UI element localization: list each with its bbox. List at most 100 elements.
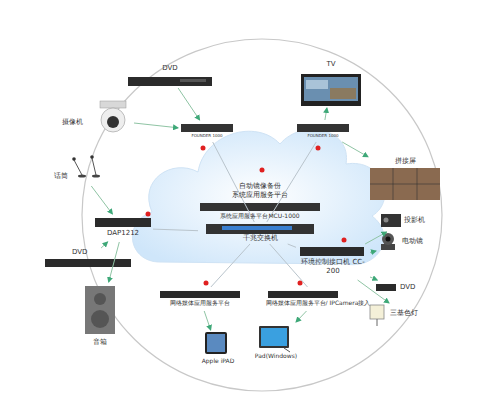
node-label: DVD [128,64,212,73]
speaker-cone [91,310,109,328]
connector [211,244,250,287]
link-dot [316,146,321,151]
camera-mount [100,101,126,108]
windows-pad-screen [261,328,287,346]
dap-device [95,218,151,227]
dap-node: DAP1212 [93,214,153,242]
ptz-lens [386,237,391,242]
mic-head [90,155,94,159]
connector [342,142,368,157]
speaker-cone [94,293,106,305]
node-label: 三基色灯 [390,309,442,318]
mic-stem [92,158,96,175]
light-node: 三基色灯 [366,303,442,325]
dvd-node: DVD [44,248,134,270]
tv-image [330,88,356,99]
connector [109,242,120,282]
ptz-head [382,233,394,245]
tablet-node: Apple iPAD [192,330,244,372]
speaker-node: 音箱 [80,282,120,348]
light-panel [370,305,384,319]
connector [370,277,377,280]
node-label: DVD [400,283,424,292]
link-dot [201,146,206,151]
projector-lens [384,218,389,223]
video-wall [370,168,440,200]
node-label: 拼接屏 [368,157,442,166]
ipad [205,332,227,354]
node-label: 自动镜像备份 系统应用服务平台 [220,182,300,200]
video-wall-grid [370,184,440,185]
tv-frame [301,74,361,106]
mic-base [92,175,100,178]
switch-device [206,224,314,234]
pad-stand [284,348,290,352]
node-label: 投影机 [404,216,440,225]
founder-device [297,124,349,132]
node-label: Pad(Windows) [248,352,304,360]
link-dot [260,168,265,173]
node-label: 话筒 [54,172,84,181]
mcu-node: 系统应用服务平台MCU-1000 [198,202,322,222]
node-label: 千兆交换机 [198,234,322,243]
tv-screen [304,77,358,101]
link-dot [204,281,209,286]
media-server-node: 网络媒体应用服务平台/ IPCamera接入 [250,287,386,311]
mic-base [78,175,86,178]
founder-device [181,124,233,132]
node-label: TV [298,60,364,69]
connector [134,123,178,128]
ipad-screen [207,334,225,352]
link-dot [298,281,303,286]
node-label: 音箱 [80,338,120,347]
light-stand [377,319,378,326]
tablet-node: Pad(Windows) [248,322,304,364]
device-panel [180,79,206,82]
switch-node: 千兆交换机 [198,222,322,244]
speaker [85,286,115,334]
media-device [268,291,338,298]
link-dot [146,212,151,217]
camera-dome [101,108,125,132]
encoder-node: FOUNDER 1000 [294,120,352,142]
connector [101,242,108,248]
connector [365,232,387,244]
dvd-device [45,259,131,267]
node-label: DAP1212 [93,229,153,238]
projector [381,214,401,227]
ring [82,39,442,391]
connector [178,88,200,120]
node-label: 环境控制接口机 CC-200 [296,258,370,276]
mic-stem [74,160,82,175]
switch-ports [222,226,292,230]
connector [370,251,376,253]
projector-node: 投影机 [378,208,438,232]
connector [91,186,112,214]
node-label: FOUNDER 1000 [178,133,236,139]
node-label: 电动镜 [402,237,438,246]
connector [204,311,211,330]
dvd-device [128,77,212,86]
node-label: DVD [72,248,112,257]
dvd-node: DVD [128,64,212,88]
connector [288,244,296,247]
cc-device [300,247,364,256]
node-label: Apple iPAD [192,357,244,365]
camera-node: 摄像机 [62,98,134,140]
dvd-device [376,284,396,291]
cloud-platform: 自动镜像备份 系统应用服务平台系统应用服务平台MCU-1000 千兆交换机 [180,176,340,244]
encoder-node: FOUNDER 1000 [178,120,236,142]
node-label: 网络媒体应用服务平台 [150,299,250,307]
connector [325,108,327,120]
windows-pad [259,326,289,348]
video-wall-node: 拼接屏 [368,155,442,201]
control-node: 环境控制接口机 CC-200 [296,244,370,280]
camera-lens [107,116,119,128]
tv-image [306,80,328,89]
ptz-camera-node: 电动镜 [376,232,438,254]
microphone-node: 话筒 [52,148,102,186]
cloud [132,129,384,264]
node-label: 网络媒体应用服务平台/ IPCamera接入 [250,299,386,307]
